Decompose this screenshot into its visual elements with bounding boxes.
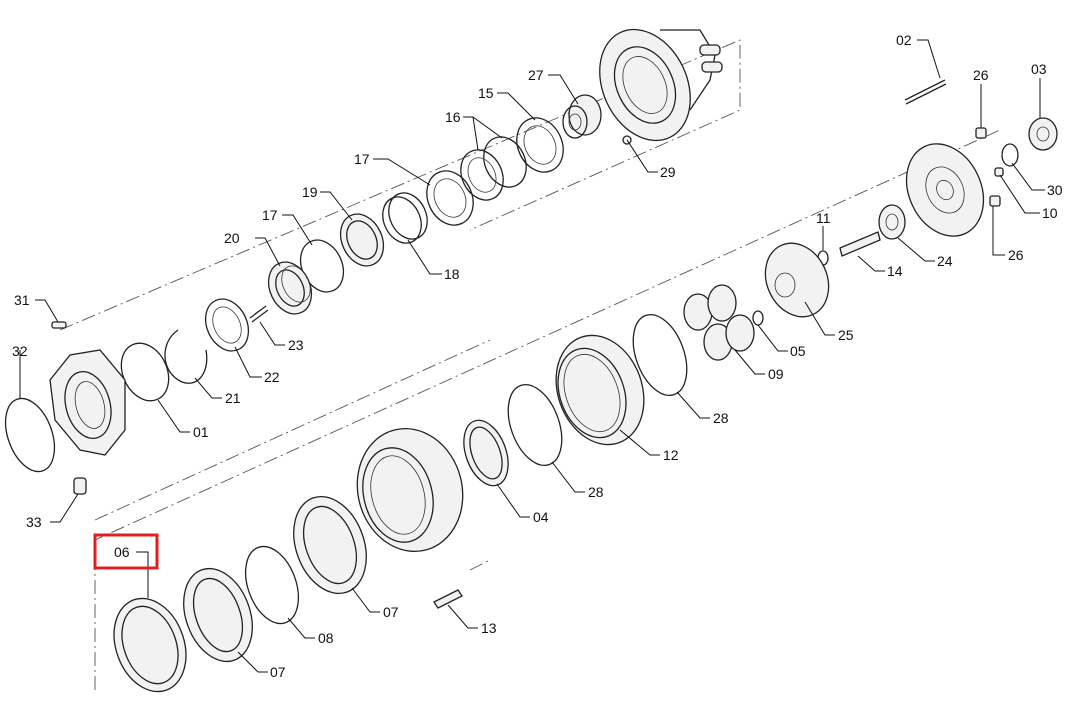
friction-discs-16 (460, 136, 527, 201)
bearing-07-lower (183, 567, 253, 663)
label-22: 22 (264, 369, 280, 385)
planet-gears-09 (683, 284, 755, 361)
hub (356, 427, 464, 553)
label-10: 10 (1042, 205, 1058, 221)
label-16: 16 (445, 109, 461, 125)
label-21: 21 (225, 390, 241, 406)
seal-06 (113, 597, 187, 693)
carrier-25 (764, 242, 830, 318)
label-04: 04 (533, 509, 549, 525)
washer-05 (752, 310, 764, 326)
spline-gear-27 (562, 94, 602, 139)
o-ring-30 (1001, 143, 1019, 167)
label-26b: 26 (1008, 247, 1024, 263)
label-01: 01 (193, 424, 209, 440)
label-14: 14 (887, 263, 903, 279)
label-03: 03 (1031, 61, 1047, 77)
label-19: 19 (302, 184, 318, 200)
label-24: 24 (937, 253, 953, 269)
label-32: 32 (12, 343, 28, 359)
ring-28-lower (507, 384, 563, 466)
cap-03 (1028, 117, 1058, 151)
label-12: 12 (663, 447, 679, 463)
label-25: 25 (838, 327, 854, 343)
plug-26-upper (975, 127, 987, 139)
label-20: 20 (224, 230, 240, 246)
bolt-13 (433, 589, 463, 609)
top-housing (599, 28, 723, 142)
plug-26-lower (989, 195, 1001, 207)
ring-28-upper (632, 314, 688, 396)
label-08: 08 (318, 630, 334, 646)
part-labels: 02 26 03 27 15 16 17 29 30 10 19 17 18 2… (12, 32, 1063, 680)
snap-ring-21 (164, 329, 208, 384)
label-02: 02 (896, 32, 912, 48)
plate-15 (516, 117, 564, 173)
spring-23 (249, 305, 269, 323)
washer-22 (204, 298, 250, 352)
label-26: 26 (973, 67, 989, 83)
plate-17-upper (426, 170, 474, 226)
label-31: 31 (14, 292, 30, 308)
label-17: 17 (354, 151, 370, 167)
label-07b: 07 (270, 664, 286, 680)
leader-lines (19, 39, 1045, 673)
highlight-box-06 (93, 533, 159, 570)
label-27: 27 (528, 67, 544, 83)
label-28: 28 (713, 410, 729, 426)
seal-04 (463, 419, 509, 487)
label-23: 23 (288, 337, 304, 353)
label-28b: 28 (588, 484, 604, 500)
label-29: 29 (660, 164, 676, 180)
label-11: 11 (816, 210, 831, 226)
o-ring-32 (4, 397, 56, 473)
label-33: 33 (26, 514, 42, 530)
bolt-31 (51, 321, 67, 329)
seal-19 (339, 213, 385, 267)
label-13: 13 (481, 620, 497, 636)
bearing-07-upper (293, 495, 367, 595)
ring-gear-12 (555, 334, 645, 446)
label-15: 15 (478, 85, 494, 101)
bearing-20 (267, 261, 313, 315)
label-05: 05 (790, 343, 806, 359)
pin-02 (904, 79, 947, 105)
label-09: 09 (768, 366, 784, 382)
gear-24 (878, 204, 906, 240)
label-30: 30 (1047, 182, 1063, 198)
label-07: 07 (383, 604, 399, 620)
label-17b: 17 (262, 207, 278, 223)
ring-18 (382, 192, 428, 244)
label-06: 06 (114, 544, 130, 560)
ring-08 (244, 545, 300, 625)
bolt-33 (73, 477, 87, 495)
label-18: 18 (444, 266, 460, 282)
plug-10 (994, 167, 1004, 177)
left-housing (49, 349, 126, 456)
shaft-14 (839, 231, 881, 257)
cover (905, 143, 985, 237)
